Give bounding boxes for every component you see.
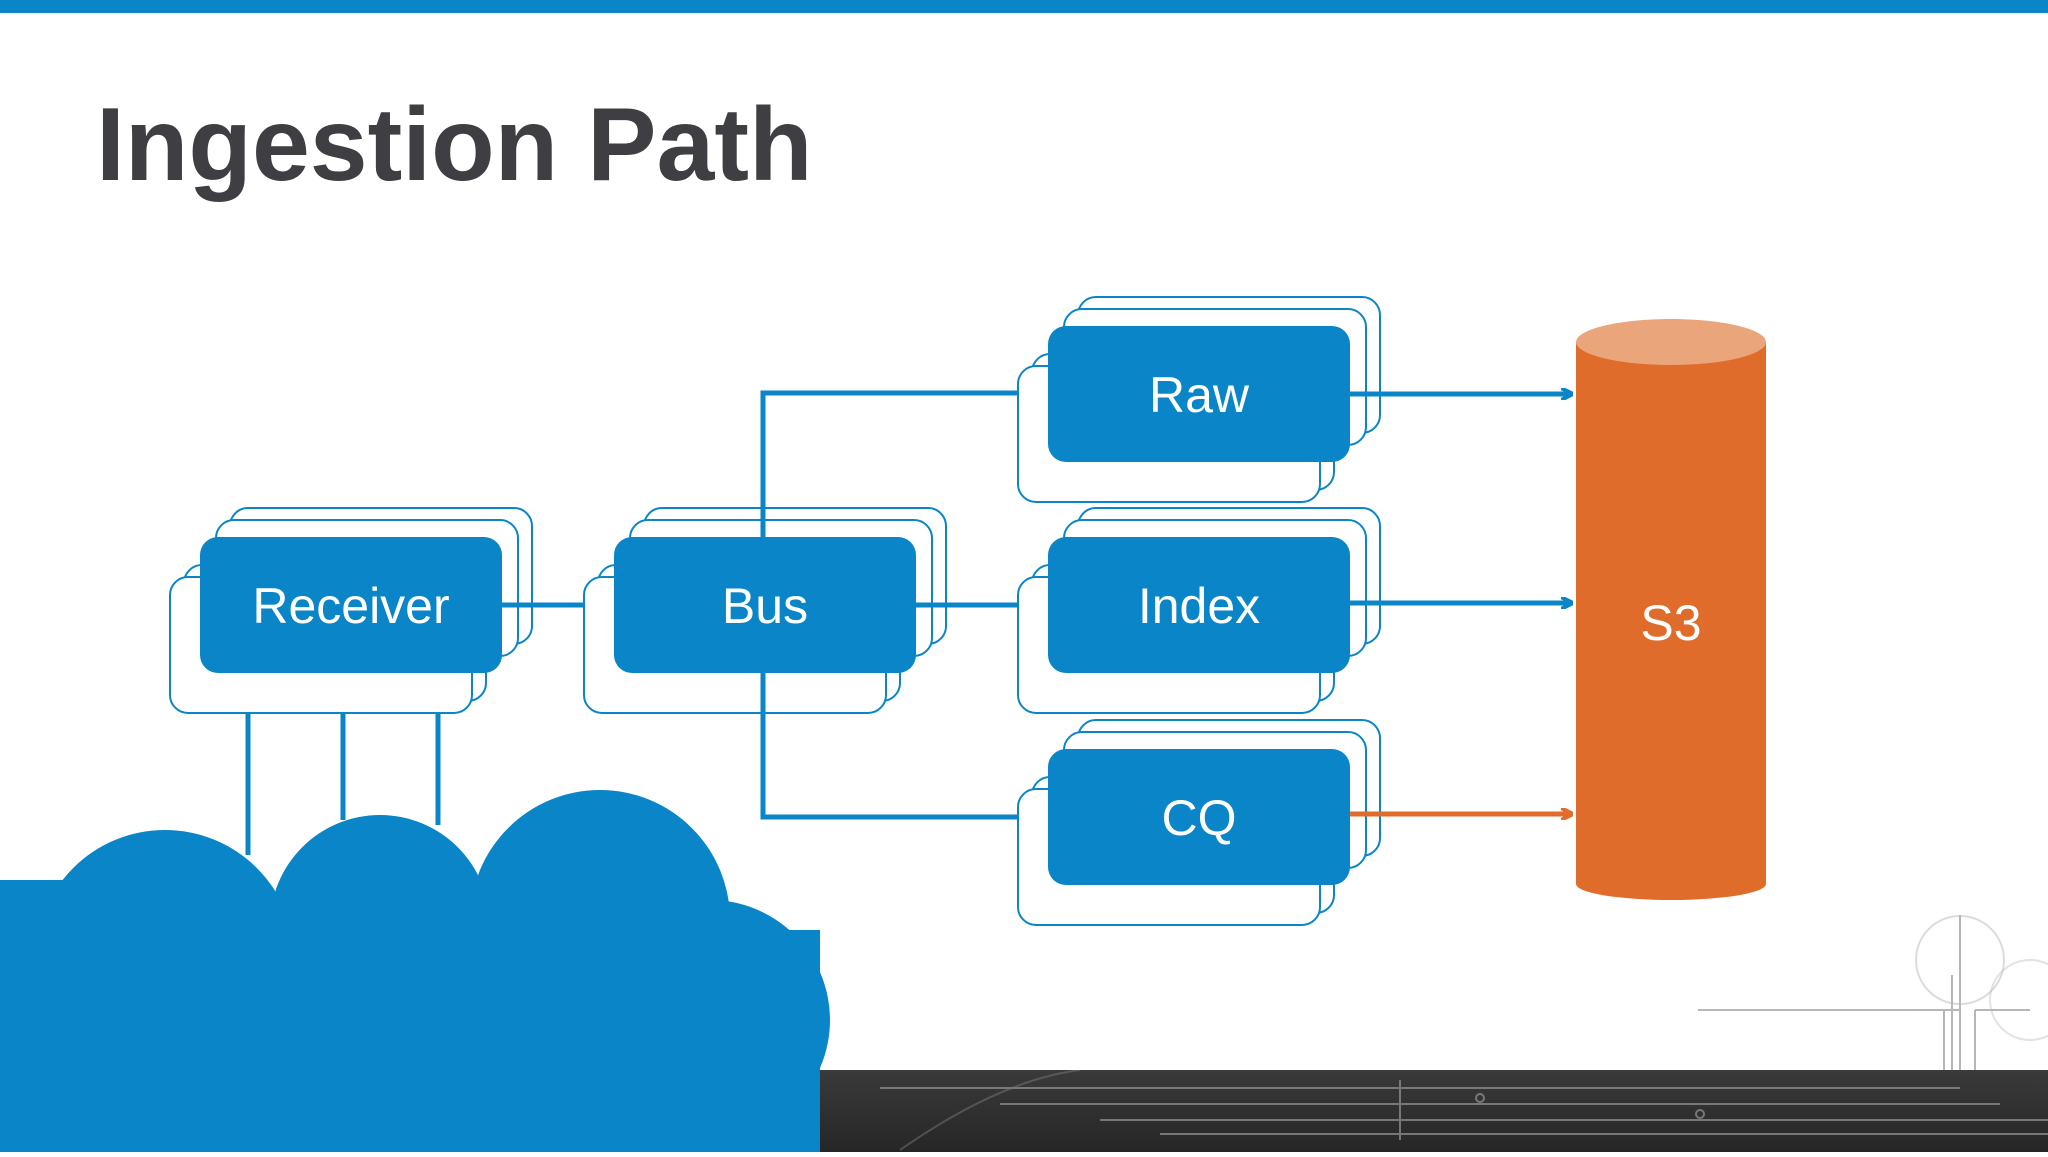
raw-node: Raw: [1017, 296, 1381, 503]
receiver-node: Receiver: [169, 507, 533, 714]
cq-node: CQ: [1017, 719, 1381, 926]
circuit-decoration-right: [1698, 915, 2048, 1070]
arrow-bus-cq: [760, 673, 1042, 817]
receiver-label: Receiver: [252, 578, 449, 634]
circuit-decoration: [880, 1069, 2048, 1151]
raw-label: Raw: [1149, 367, 1250, 423]
cq-label: CQ: [1162, 790, 1237, 846]
slide-title: Ingestion Path: [96, 87, 813, 203]
s3-label: S3: [1640, 595, 1701, 651]
s3-storage-cylinder: S3: [1576, 319, 1766, 900]
index-node: Index: [1017, 507, 1381, 714]
arrow-bus-raw: [760, 393, 1042, 537]
cloud-source: [0, 790, 830, 1152]
bus-node: Bus: [583, 507, 947, 714]
bus-label: Bus: [722, 578, 808, 634]
index-label: Index: [1138, 578, 1260, 634]
top-accent-bar: [0, 0, 2048, 13]
